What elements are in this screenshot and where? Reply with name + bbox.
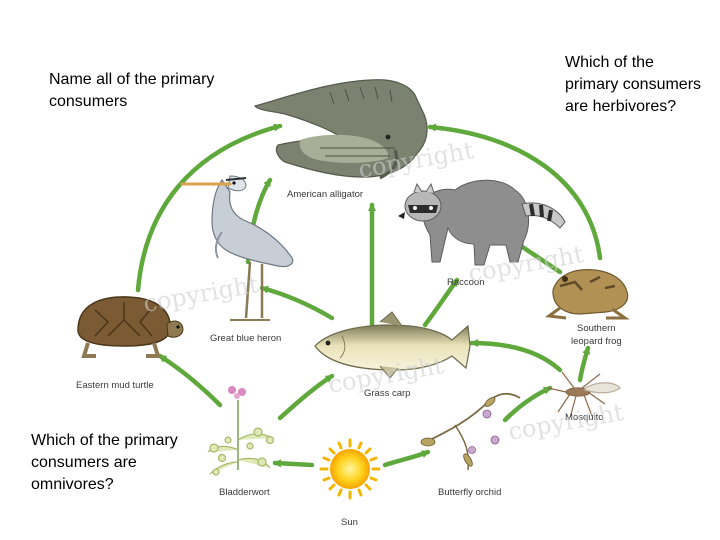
- question-primary-consumers: Name all of the primary consumers: [49, 71, 215, 110]
- arrow-sun-to-orchid: [382, 449, 431, 468]
- bladderwort-illustration: [207, 386, 275, 476]
- sun-illustration: [319, 438, 381, 500]
- label-frog-line2: leopard frog: [571, 336, 622, 347]
- label-frog-line1: Southern: [577, 323, 616, 334]
- alligator-illustration: [253, 79, 428, 180]
- raccoon-tail: [521, 202, 566, 229]
- arrow-sun-to-bladderwort: [272, 459, 315, 468]
- label-bladderwort: Bladderwort: [219, 487, 270, 498]
- question-herbivores: Which of the primary consumers are herbi…: [565, 54, 702, 115]
- raccoon-illustration: [398, 179, 566, 266]
- label-raccoon: Raccoon: [447, 277, 485, 288]
- carp-illustration: [314, 311, 471, 379]
- turtle-illustration: [77, 296, 184, 358]
- label-eastern-mud-turtle: Eastern mud turtle: [76, 380, 154, 391]
- label-mosquito: Mosquito: [565, 412, 604, 423]
- label-grass-carp: Grass carp: [364, 388, 410, 399]
- label-sun: Sun: [341, 517, 358, 528]
- frog-illustration: [545, 269, 630, 320]
- label-great-blue-heron: Great blue heron: [210, 333, 281, 344]
- mosquito-illustration: [547, 371, 621, 419]
- label-american-alligator: American alligator: [287, 189, 363, 200]
- arrow-turtle-to-alligator: [135, 123, 283, 293]
- arrow-frog-to-alligator: [427, 123, 603, 261]
- heron-illustration: [180, 175, 294, 321]
- label-butterfly-orchid: Butterfly orchid: [438, 487, 501, 498]
- watermark-3: copyright: [141, 270, 261, 318]
- arrow-carp-to-raccoon: [422, 277, 460, 328]
- arrow-mosquito-to-frog: [577, 345, 591, 383]
- food-web-arrows: [135, 123, 603, 468]
- arrow-bladderwort-to-carp: [277, 373, 335, 421]
- arrow-bladderwort-to-turtle: [157, 353, 223, 408]
- arrow-mosquito-to-carp: [469, 339, 563, 373]
- orchid-illustration: [420, 392, 521, 471]
- question-omnivores: Which of the primary consumers are omniv…: [31, 432, 178, 493]
- arrow-orchid-to-mosquito: [502, 385, 553, 423]
- arrow-carp-to-heron: [259, 285, 335, 321]
